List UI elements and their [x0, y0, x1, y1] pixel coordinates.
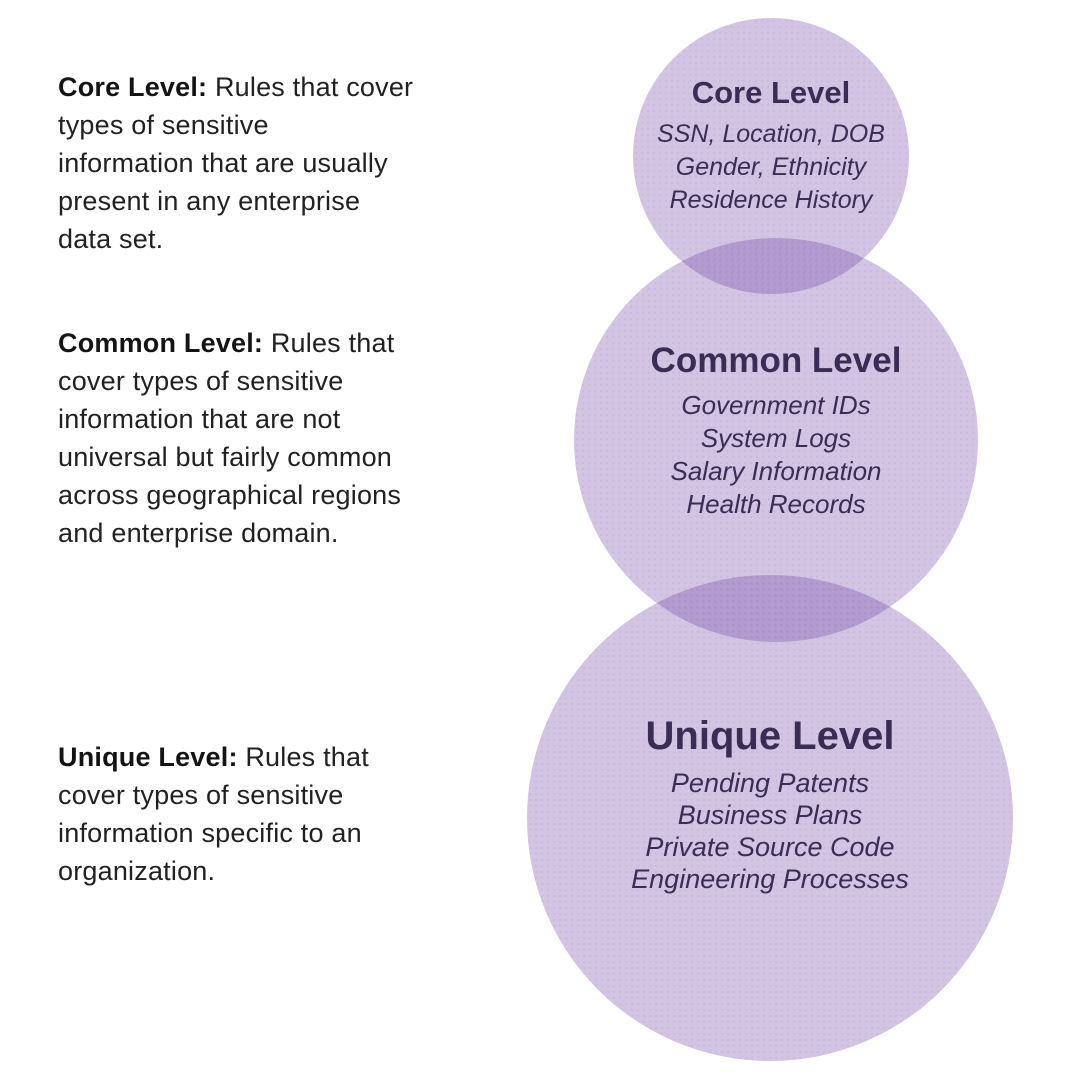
core-level-item: Residence History [669, 186, 873, 214]
unique-level-item: Private Source Code [645, 832, 895, 862]
core-level-description-label: Core Level: [58, 72, 208, 102]
common-level-item: Government IDs [681, 390, 871, 420]
common-level-description-line: across geographical regions [58, 480, 402, 510]
core-level-description: Core Level: Rules that cover types of se… [58, 68, 478, 258]
unique-level-description-line: organization. [58, 856, 216, 886]
common-level-description-label: Common Level: [58, 328, 264, 358]
unique-level-description-line: cover types of sensitive [58, 780, 344, 810]
core-level-title: Core Level [691, 75, 851, 110]
core-level-description-line: data set. [58, 224, 164, 254]
unique-level-item: Business Plans [677, 800, 863, 830]
core-level-description-line: types of sensitive [58, 110, 269, 140]
common-level-circle-text: Common Level Government IDs System Logs … [574, 340, 978, 521]
common-level-description-text: Rules that [270, 328, 395, 358]
unique-level-description-text: Rules that [245, 742, 369, 772]
common-level-description: Common Level: Rules that cover types of … [58, 324, 478, 552]
core-level-item: Gender, Ethnicity [675, 153, 867, 181]
common-level-item: Health Records [686, 489, 866, 519]
common-level-description-line: universal but fairly common [58, 442, 393, 472]
core-level-circle-text: Core Level SSN, Location, DOB Gender, Et… [633, 74, 909, 217]
common-level-description-line: cover types of sensitive [58, 366, 344, 396]
unique-level-description-label: Unique Level: [58, 742, 238, 772]
common-level-item: Salary Information [670, 456, 882, 486]
common-level-description-line: information that are not [58, 404, 341, 434]
core-level-description-line: information that are usually [58, 148, 388, 178]
core-level-description-line: present in any enterprise [58, 186, 361, 216]
common-level-description-line: and enterprise domain. [58, 518, 339, 548]
core-level-item: SSN, Location, DOB [657, 120, 885, 148]
common-level-title: Common Level [650, 341, 902, 380]
unique-level-circle [527, 575, 1013, 1061]
unique-level-circle-text: Unique Level Pending Patents Business Pl… [527, 712, 1013, 895]
unique-level-item: Pending Patents [670, 768, 870, 798]
unique-level-description-line: information specific to an [58, 818, 362, 848]
core-level-circle [633, 18, 909, 294]
common-level-item: System Logs [700, 423, 852, 453]
unique-level-description: Unique Level: Rules that cover types of … [58, 738, 478, 890]
core-level-description-text: Rules that cover [214, 72, 414, 102]
common-level-circle [574, 238, 978, 642]
unique-level-title: Unique Level [645, 714, 895, 758]
unique-level-item: Engineering Processes [631, 864, 909, 894]
